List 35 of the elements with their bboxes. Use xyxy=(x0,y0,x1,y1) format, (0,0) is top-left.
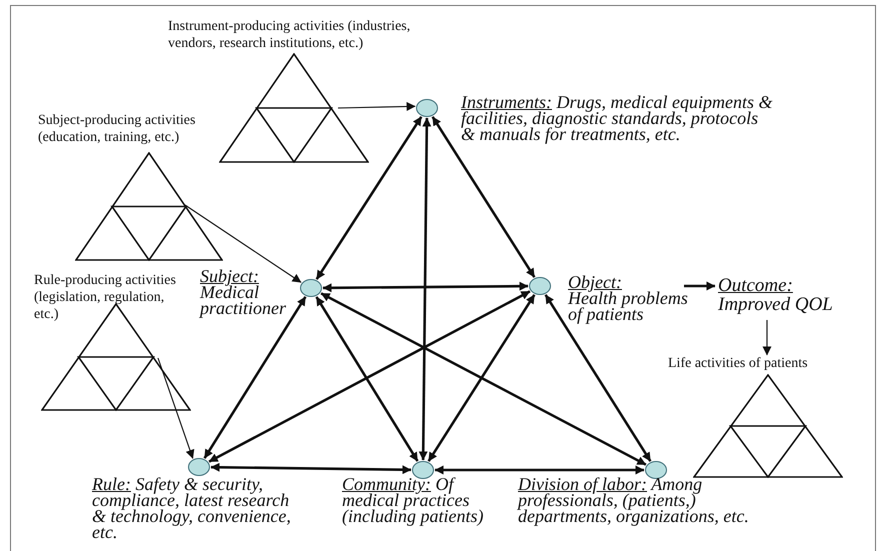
outcome-heading: Outcome: xyxy=(718,276,793,295)
arrow xyxy=(208,290,530,463)
node-label: Division of labor: Among professionals, (patients,) departments, organizations, etc. xyxy=(518,476,750,524)
activity-heading: Subject-producing activities (education, training, etc.) xyxy=(38,112,196,146)
circle-node xyxy=(300,279,322,297)
arrow xyxy=(157,358,194,459)
arrow xyxy=(316,116,422,280)
activity-heading: Rule-producing activities (legislation, regulation, etc.) xyxy=(34,272,177,323)
arrow xyxy=(418,118,432,460)
node-label: Subject: Medical practitioner xyxy=(200,268,287,316)
arrow xyxy=(320,292,646,466)
node-label: Rule: Safety & security, compliance, latest research & technology, convenience, etc. xyxy=(92,476,292,540)
arrow xyxy=(544,294,652,462)
arrow xyxy=(315,296,419,462)
activity-heading: Instrument-producing activities (industries, vendors, research institutions, etc.) xyxy=(168,18,412,52)
arrow xyxy=(203,296,307,459)
node-label: Community: Of medical practices (including patients) xyxy=(342,476,484,524)
circle-node xyxy=(529,277,551,295)
activity-heading: Life activities of patients xyxy=(668,355,809,372)
circle-node xyxy=(416,99,438,117)
arrow xyxy=(338,102,416,111)
arrow xyxy=(432,116,536,278)
circle-node xyxy=(412,461,434,479)
arrow xyxy=(184,204,302,283)
node-label: Object: Health problems of patients xyxy=(568,274,689,322)
circle-node xyxy=(188,458,210,476)
node-label: Instruments: Drugs, medical equipments & facilities, diagnostic standards, protocols & manuals for treatments, etc. xyxy=(461,94,773,142)
circle-node xyxy=(645,461,667,479)
arrow xyxy=(684,282,716,290)
outcome-text: Improved QOL xyxy=(718,295,833,314)
arrow xyxy=(322,282,528,292)
arrow xyxy=(762,320,772,356)
arrow xyxy=(428,294,536,462)
arrow xyxy=(210,462,412,474)
arrow xyxy=(434,466,644,474)
